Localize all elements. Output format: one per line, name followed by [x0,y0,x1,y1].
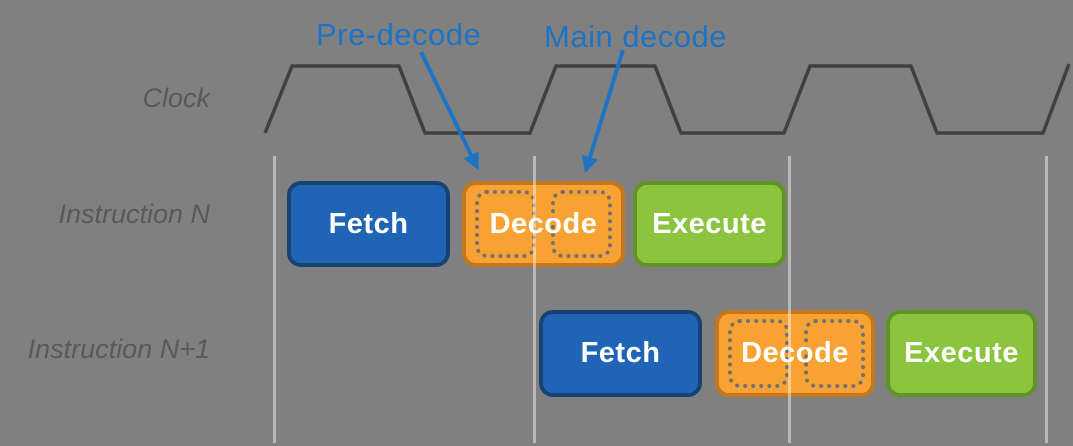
stage-decode-instruction-n-plus-1: Decode [715,310,875,397]
clock-label: Clock [142,83,210,113]
pre-decode-slot [728,319,789,388]
row-label-instruction-n-plus-1: Instruction N+1 [27,334,210,364]
main-decode-slot [551,190,612,258]
stage-label: Decode [741,337,849,369]
pre-decode-slot [475,190,536,258]
main-decode-label: Main decode [544,19,728,54]
clock-cycle-divider [788,156,791,443]
pre-decode-arrow [419,51,479,171]
clock-waveform [263,63,1071,135]
stage-label: Fetch [328,207,409,240]
stage-fetch-instruction-n: Fetch [287,181,450,267]
clock-cycle-divider [1045,156,1048,443]
clock-cycle-divider [273,156,276,443]
main-decode-arrow [581,49,625,174]
stage-label: Execute [652,207,767,240]
pre-decode-label: Pre-decode [316,17,482,52]
stage-execute-instruction-n-plus-1: Execute [886,310,1037,397]
stage-label: Decode [489,207,598,240]
row-label-instruction-n: Instruction N [58,199,210,229]
stage-fetch-instruction-n-plus-1: Fetch [539,310,702,397]
stage-label: Execute [904,337,1019,369]
stage-execute-instruction-n: Execute [633,181,786,267]
stage-decode-instruction-n: Decode [462,181,625,267]
stage-label: Fetch [580,337,661,369]
clock-cycle-divider [533,156,536,443]
main-decode-slot [804,319,865,388]
